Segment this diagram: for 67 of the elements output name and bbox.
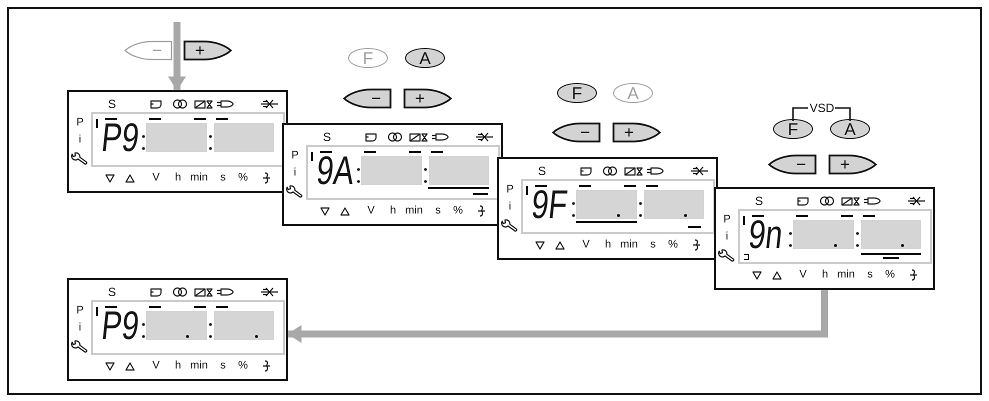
unit-label: min xyxy=(405,206,423,216)
arrow xyxy=(288,290,828,343)
lcd-display xyxy=(67,278,288,381)
unit-label: V xyxy=(799,270,807,280)
indicator-letter: S xyxy=(755,195,763,207)
unit-label: min xyxy=(620,240,638,250)
indicator-letter: S xyxy=(323,131,331,143)
unit-label: V xyxy=(367,206,375,216)
letter-key: F xyxy=(557,83,597,103)
indicator-letter: S xyxy=(108,98,116,110)
unit-label: h xyxy=(604,240,612,250)
indicator-letter: i xyxy=(78,134,82,146)
unit-label: min xyxy=(190,172,208,184)
unit-label: % xyxy=(453,206,463,216)
segment-readout: P9 xyxy=(100,310,141,342)
lcd-display xyxy=(497,157,718,260)
segment-readout: 9F xyxy=(530,189,569,221)
unit-label: h xyxy=(822,270,828,280)
indicator-letter: i xyxy=(78,322,82,334)
minus-key: − xyxy=(124,40,173,61)
unit-label: V xyxy=(152,360,160,372)
indicator-letter: P xyxy=(291,150,299,162)
lcd-display xyxy=(714,187,935,290)
unit-label: % xyxy=(668,240,678,250)
letter-key: A xyxy=(830,119,870,139)
indicator-letter: S xyxy=(538,165,546,177)
unit-label: h xyxy=(174,360,182,372)
indicator-letter: i xyxy=(508,202,512,212)
unit-label: s xyxy=(435,206,441,216)
plus-key: + xyxy=(183,40,232,61)
unit-label: % xyxy=(238,172,248,184)
indicator-letter: P xyxy=(723,214,731,226)
lcd-display xyxy=(67,90,288,193)
unit-label: min xyxy=(190,360,208,372)
lcd-display xyxy=(282,123,503,226)
unit-label: s xyxy=(867,270,873,280)
minus-key: − xyxy=(343,88,392,109)
indicator-letter: i xyxy=(294,168,296,178)
unit-label: s xyxy=(650,240,656,250)
letter-key: A xyxy=(405,48,445,68)
plus-key: + xyxy=(828,154,877,175)
unit-label: min xyxy=(837,270,855,280)
indicator-letter: S xyxy=(108,286,116,298)
minus-key: − xyxy=(768,154,817,175)
indicator-letter: P xyxy=(76,118,84,128)
unit-label: s xyxy=(220,360,226,372)
bracket-label: VSD xyxy=(810,102,834,114)
unit-label: % xyxy=(238,360,248,372)
unit-label: V xyxy=(152,172,160,184)
unit-label: h xyxy=(390,206,396,216)
indicator-letter: i xyxy=(726,232,728,242)
indicator-letter: P xyxy=(76,306,84,316)
letter-key: A xyxy=(613,83,653,103)
segment-readout: P9 xyxy=(100,122,141,154)
indicator-letter: P xyxy=(506,184,514,196)
unit-label: % xyxy=(885,270,895,280)
unit-label: V xyxy=(582,240,590,250)
segment-readout: 9n xyxy=(747,219,784,251)
minus-key: − xyxy=(552,122,601,143)
arrow xyxy=(168,22,186,90)
unit-label: h xyxy=(174,172,182,184)
unit-label: s xyxy=(220,172,226,184)
segment-readout: 9A xyxy=(315,155,356,187)
plus-key: + xyxy=(403,88,452,109)
plus-key: + xyxy=(612,122,661,143)
letter-key: F xyxy=(773,119,813,139)
letter-key: F xyxy=(348,48,388,68)
